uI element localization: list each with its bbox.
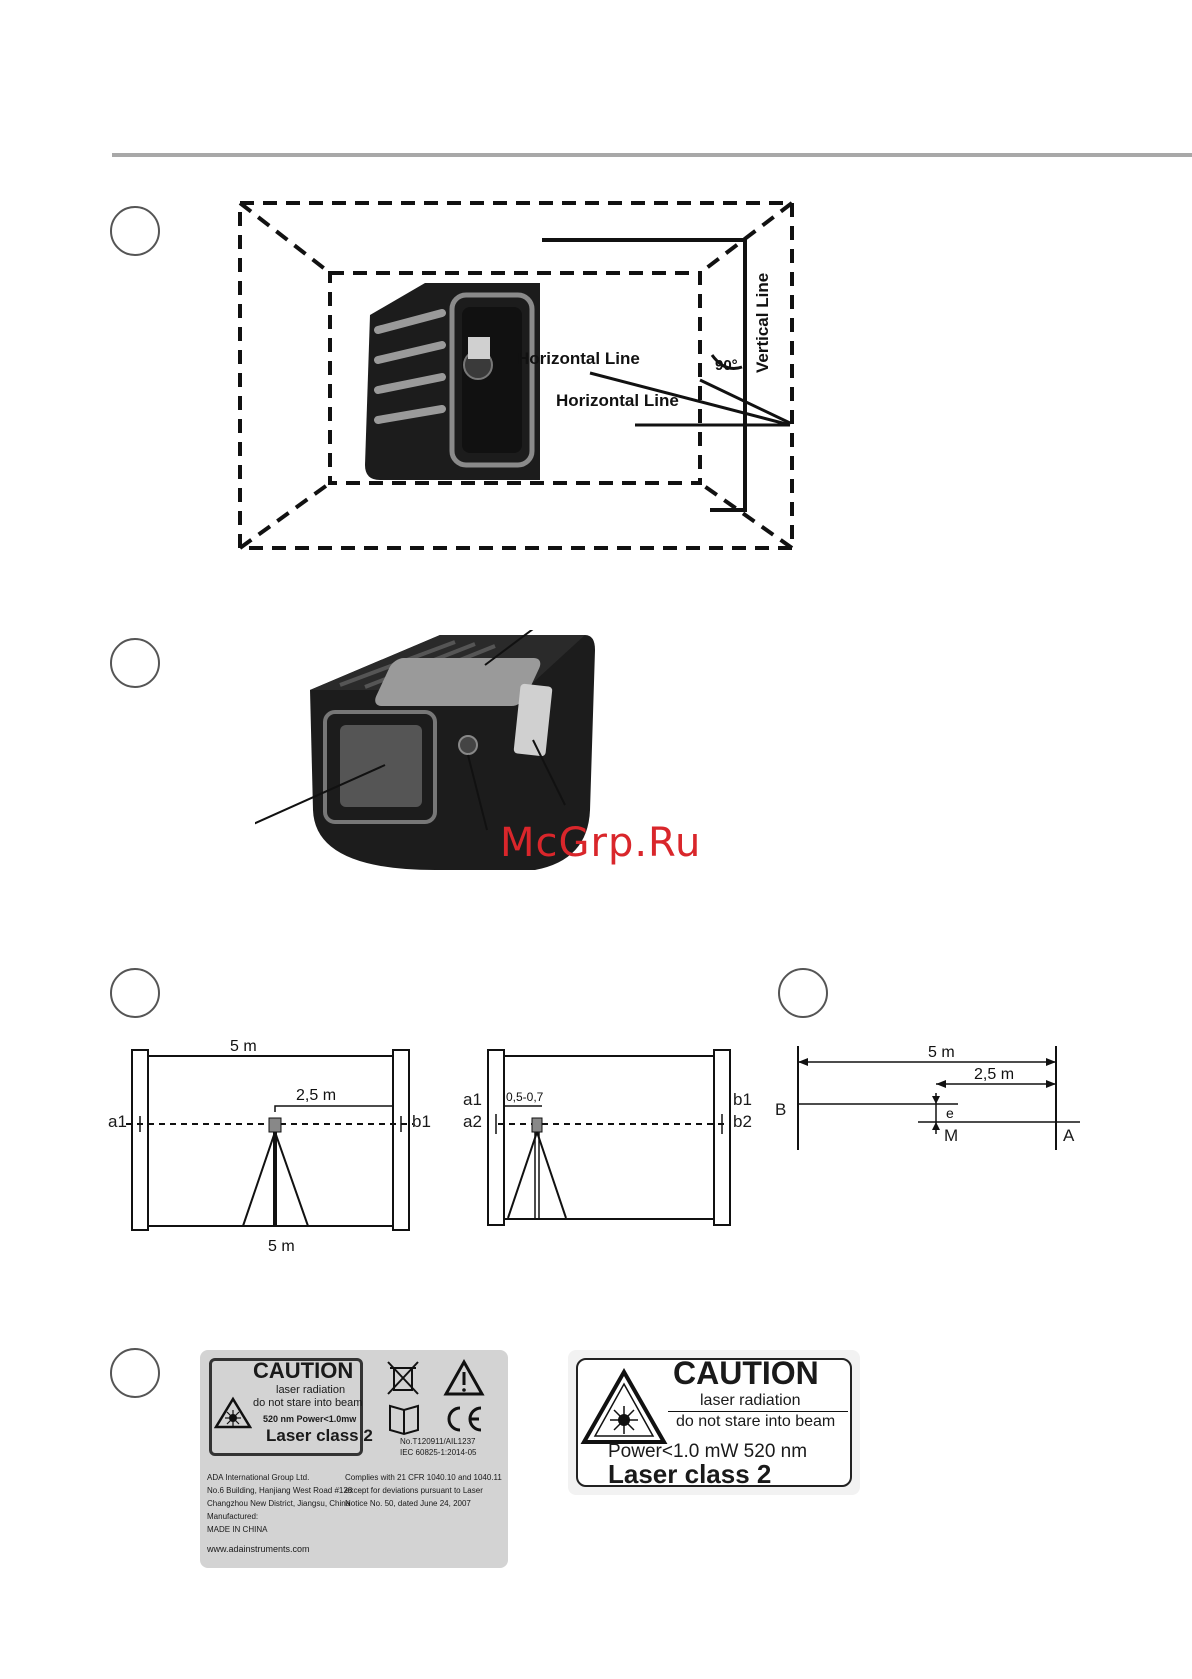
error-e-label: e <box>946 1105 954 1121</box>
right-angle-arc <box>710 354 743 370</box>
half-distance-label: 2,5 m <box>296 1087 336 1104</box>
laser-class-label-large: Laser class 2 <box>608 1459 772 1489</box>
inner-wall-frame <box>328 271 702 485</box>
horizontal-line-label-1: Horizontal Line <box>517 349 640 368</box>
compliance-line-3: Notice No. 50, dated June 24, 2007 <box>345 1499 471 1508</box>
address-line-2: Changzhou New District, Jiangsu, China <box>207 1499 351 1508</box>
left-wall <box>487 1049 505 1226</box>
manual-book-icon <box>389 1404 419 1436</box>
header-rule <box>112 153 1192 157</box>
left-wall <box>131 1049 149 1231</box>
caution-specs-large: Power<1.0 mW 520 nm <box>608 1441 808 1462</box>
level-on-tripod <box>531 1117 543 1133</box>
weee-bin-icon <box>387 1361 419 1395</box>
tripod <box>507 1131 567 1219</box>
right-wall <box>713 1049 731 1226</box>
manufactured-label: Manufactured: <box>207 1512 259 1521</box>
standard-number: IEC 60825-1:2014-05 <box>400 1448 477 1457</box>
figure-4-marker <box>778 968 828 1018</box>
vertical-line-label: Vertical Line <box>753 273 772 373</box>
mark-a1-right: a1 <box>463 1090 482 1109</box>
mark-b2-right: b2 <box>733 1112 752 1131</box>
figure-2-device-photo <box>255 630 595 870</box>
watermark: McGrp.Ru <box>500 820 702 866</box>
laser-warning-icon-large <box>580 1368 668 1444</box>
certification-icons <box>387 1358 485 1436</box>
company-name: ADA International Group Ltd. <box>207 1473 310 1482</box>
bottom-distance-label: 5 m <box>268 1238 295 1255</box>
caution-line-2: do not stare into beam <box>253 1397 363 1409</box>
address-line-1: No.6 Building, Hanjiang West Road #128 <box>207 1486 353 1495</box>
half-distance-label: 2,5 m <box>974 1066 1014 1083</box>
figure-4-diagram: 5 m 2,5 m e <box>797 1044 1080 1150</box>
figure-1-marker <box>110 206 160 256</box>
top-distance-label: 5 m <box>230 1040 257 1055</box>
callout-line-right <box>532 739 566 806</box>
warning-label-sticker <box>513 683 553 757</box>
level-on-tripod <box>268 1117 282 1133</box>
horizontal-line-label-2: Horizontal Line <box>556 391 679 410</box>
caution-title-large: CAUTION <box>673 1355 819 1391</box>
right-wall <box>392 1049 410 1231</box>
mark-a1: a1 <box>108 1112 127 1131</box>
device-body <box>310 635 595 870</box>
compliance-line-1: Complies with 21 CFR 1040.10 and 1040.11 <box>345 1473 502 1482</box>
caution-title: CAUTION <box>253 1358 354 1383</box>
made-in-label: MADE IN CHINA <box>207 1525 268 1534</box>
warning-triangle-icon <box>443 1358 485 1396</box>
figure-5-marker <box>110 1348 160 1398</box>
figure-2-marker <box>110 638 160 688</box>
callout-line-top <box>484 630 534 666</box>
caution-divider <box>668 1411 848 1412</box>
caution-specs: 520 nm Power<1.0mw <box>263 1414 357 1424</box>
offset-label: 0,5-0,7 <box>506 1090 544 1104</box>
laser-warning-icon <box>214 1396 252 1429</box>
figure-3-right-diagram: 0,5-0,7 <box>487 1049 731 1226</box>
laser-class-label: Laser class 2 <box>266 1426 373 1445</box>
tripod-thread <box>458 735 478 755</box>
certificate-number: No.T120911/AIL1237 <box>400 1437 476 1446</box>
mark-b1: b1 <box>412 1112 431 1131</box>
laser-level-device <box>365 283 540 480</box>
mark-b1-right: b1 <box>733 1090 752 1109</box>
figure-3-left-diagram: 5 m 2,5 m 5 m <box>126 1040 413 1255</box>
point-m-label: M <box>944 1126 959 1145</box>
callout-line-bottom <box>467 754 488 831</box>
horizontal-laser-line-1 <box>589 371 791 427</box>
figure-1-room-diagram: Horizontal Line Horizontal Line 90° Vert… <box>238 201 794 550</box>
compliance-line-2: except for deviations pursuant to Laser <box>345 1486 483 1495</box>
tripod <box>242 1131 309 1227</box>
vertical-laser-line <box>542 238 747 512</box>
caution-block <box>209 1358 363 1456</box>
angle-label: 90° <box>715 357 738 374</box>
caution-line-1: laser radiation <box>276 1384 346 1396</box>
full-distance-label: 5 m <box>928 1044 955 1061</box>
point-b-label: B <box>775 1100 787 1119</box>
mark-a2-right: a2 <box>463 1112 482 1131</box>
caution-line-1-large: laser radiation <box>700 1392 801 1409</box>
figure-3-marker <box>110 968 160 1018</box>
website-label: www.adainstruments.com <box>207 1544 310 1554</box>
point-a-label: A <box>1063 1126 1075 1145</box>
callout-line-left <box>255 764 386 825</box>
ce-mark-icon <box>447 1406 482 1432</box>
caution-line-2-large: do not stare into beam <box>676 1413 836 1430</box>
